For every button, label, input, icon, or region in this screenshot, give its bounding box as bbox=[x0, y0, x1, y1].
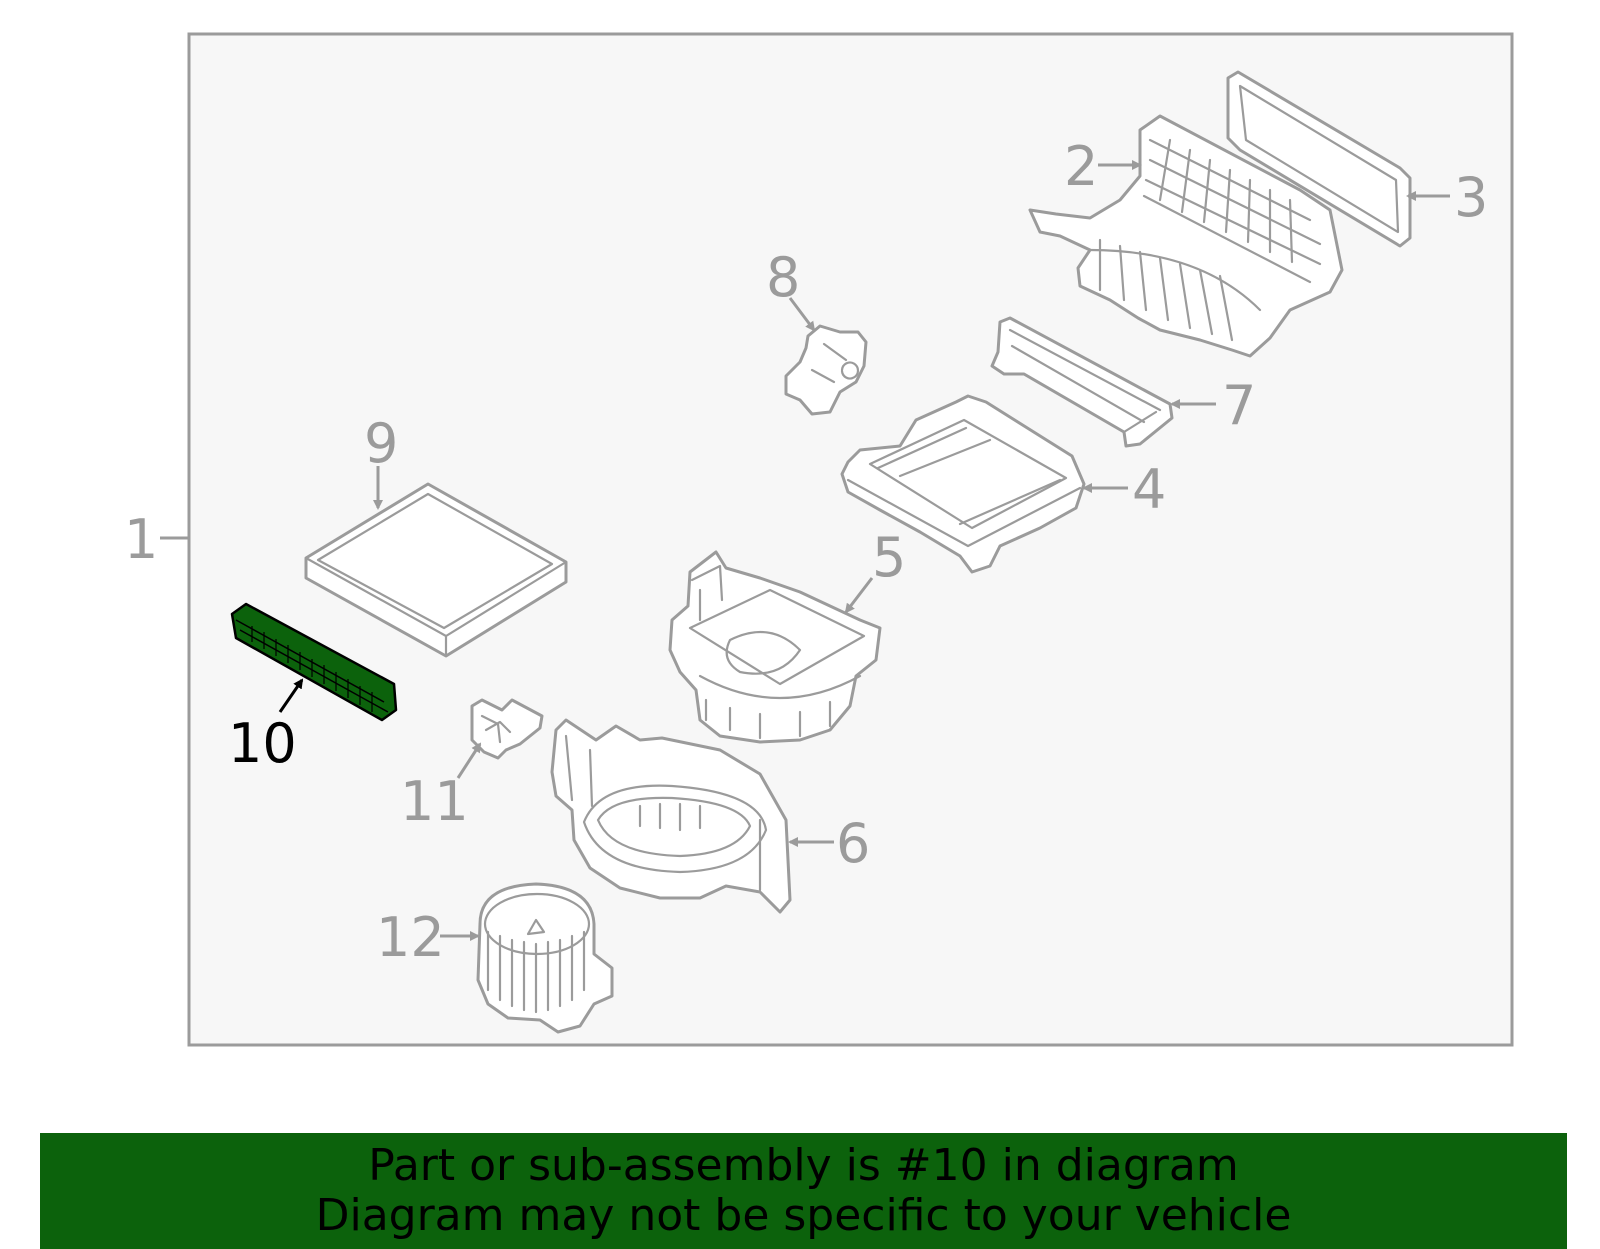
leader-5 bbox=[844, 577, 874, 614]
info-banner: Part or sub-assembly is #10 in diagram D… bbox=[40, 1133, 1567, 1249]
callout-4: 4 bbox=[1132, 458, 1166, 521]
leader-11 bbox=[456, 742, 482, 779]
callout-7: 7 bbox=[1222, 374, 1256, 437]
part-8-actuator[interactable] bbox=[784, 324, 868, 416]
part-10-filter-cover[interactable] bbox=[230, 602, 398, 722]
part-11-resistor[interactable] bbox=[470, 698, 544, 760]
callout-12: 12 bbox=[376, 906, 445, 969]
part-6-lower-case[interactable] bbox=[550, 718, 792, 914]
leader-10 bbox=[278, 678, 304, 713]
callout-6: 6 bbox=[836, 812, 870, 875]
part-5-blower-case[interactable] bbox=[668, 550, 882, 744]
banner-line-1: Part or sub-assembly is #10 in diagram bbox=[368, 1140, 1239, 1191]
callout-9: 9 bbox=[364, 412, 398, 475]
part-9-filter[interactable] bbox=[304, 482, 568, 658]
callout-3: 3 bbox=[1454, 166, 1488, 229]
parts-diagram: 1 2 3 4 5 6 7 8 9 10 11 12 bbox=[124, 32, 1514, 1047]
part-3-gasket[interactable] bbox=[1226, 70, 1412, 248]
part-7-bracket[interactable] bbox=[990, 316, 1174, 448]
callout-8: 8 bbox=[766, 246, 800, 309]
callout-10: 10 bbox=[228, 712, 297, 775]
part-4-case[interactable] bbox=[840, 394, 1086, 574]
callout-1: 1 bbox=[124, 508, 158, 571]
callout-2: 2 bbox=[1064, 135, 1098, 198]
part-12-blower-motor[interactable] bbox=[476, 882, 614, 1034]
part-2-upper-case[interactable] bbox=[1028, 114, 1344, 358]
callout-5: 5 bbox=[872, 526, 906, 589]
callout-11: 11 bbox=[400, 770, 469, 833]
banner-line-2: Diagram may not be specific to your vehi… bbox=[315, 1190, 1292, 1241]
leader-8 bbox=[788, 297, 816, 332]
